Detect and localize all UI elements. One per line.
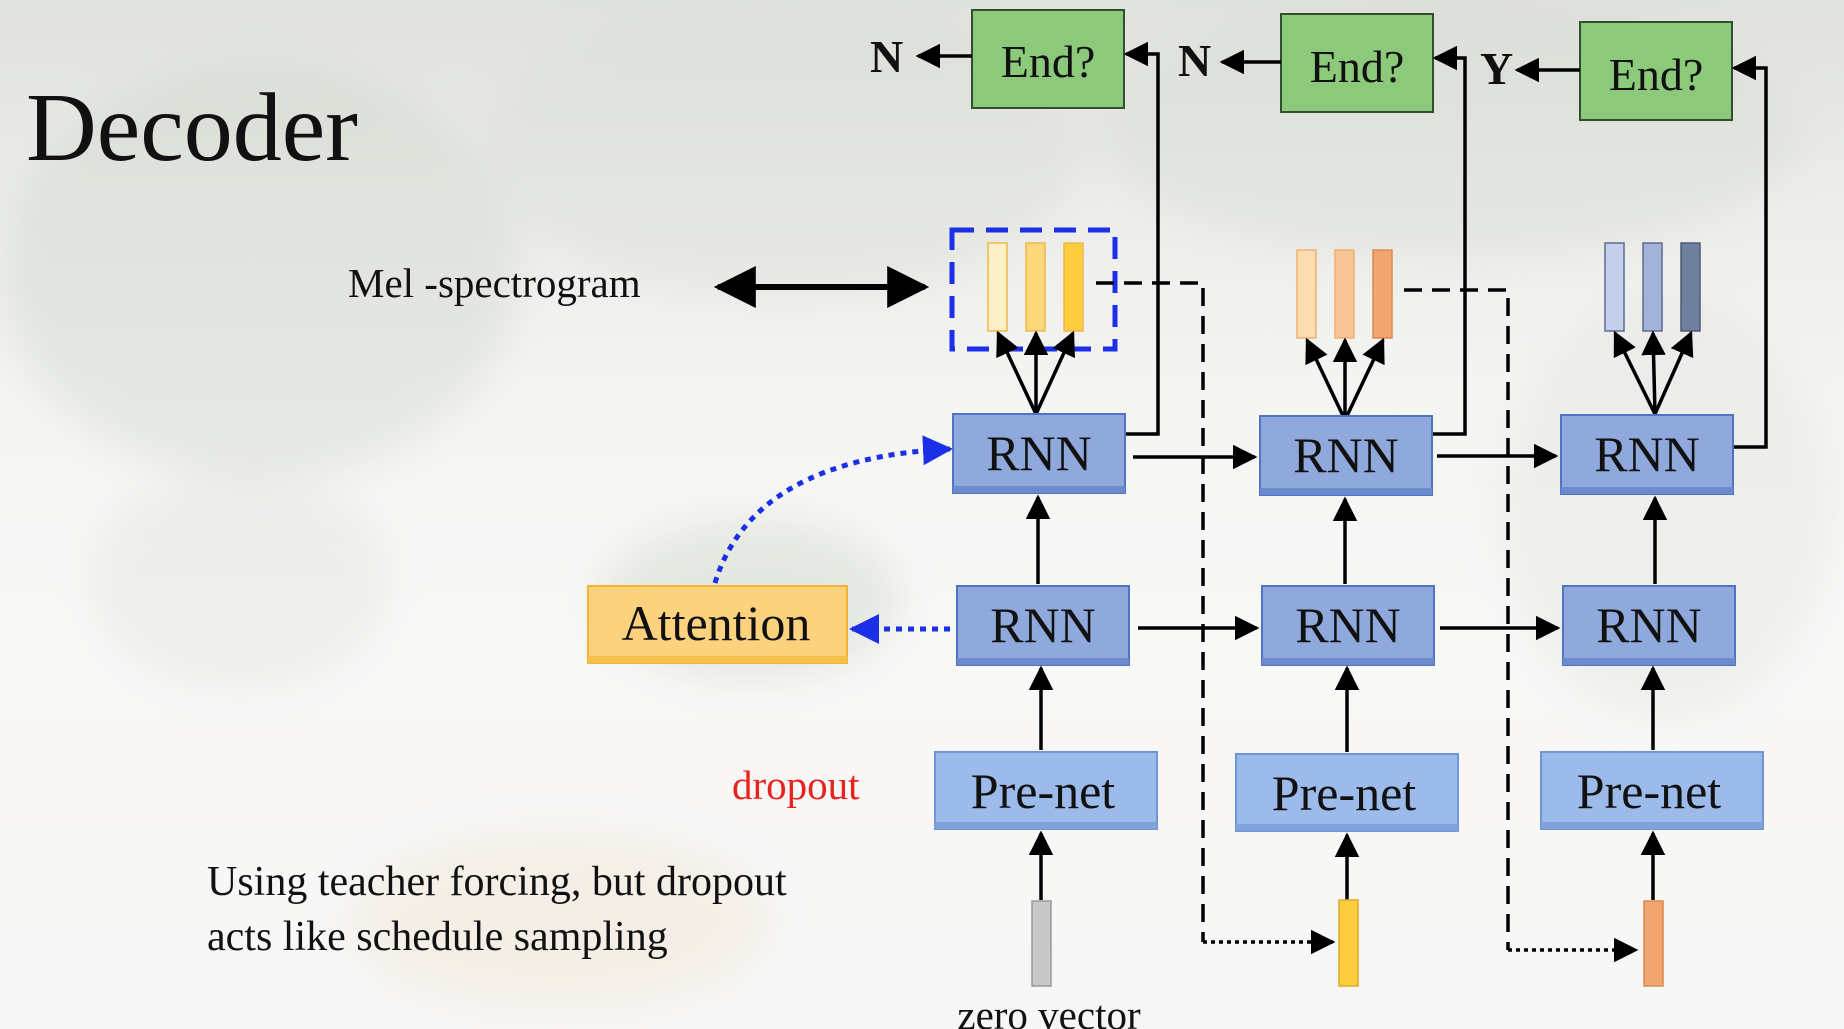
prenet-label: Pre-net bbox=[971, 763, 1115, 819]
end-box-3: End? bbox=[1579, 21, 1733, 121]
fan-arrows-2 bbox=[1305, 337, 1385, 421]
end-answer-2: N bbox=[1178, 35, 1211, 86]
arrow-rnn1-to-end1 bbox=[1123, 41, 1160, 436]
prenet-3: Pre-net bbox=[1540, 751, 1764, 830]
prenet-label: Pre-net bbox=[1577, 763, 1721, 819]
mel-frame bbox=[1063, 242, 1084, 332]
rnn-label: RNN bbox=[1293, 427, 1399, 483]
rnn-lower-3: RNN bbox=[1562, 585, 1736, 666]
rnn-label: RNN bbox=[986, 425, 1092, 481]
mel-frame bbox=[1334, 249, 1355, 339]
attention-box: Attention bbox=[587, 585, 848, 664]
rnn-label: RNN bbox=[990, 597, 1096, 653]
rnn-label: RNN bbox=[1295, 597, 1401, 653]
zero-vector-label: zero vector bbox=[957, 992, 1141, 1029]
rnn-upper-2: RNN bbox=[1259, 415, 1433, 496]
fan-arrows-3 bbox=[1613, 330, 1694, 415]
prenet-1: Pre-net bbox=[934, 751, 1158, 830]
note-line-1: Using teacher forcing, but dropout bbox=[207, 859, 787, 905]
mel-highlight-box bbox=[949, 227, 1118, 352]
dropout-label: dropout bbox=[732, 762, 860, 808]
end-box-2: End? bbox=[1280, 13, 1434, 113]
rnn-label: RNN bbox=[1594, 426, 1700, 482]
input-frame-2 bbox=[1338, 899, 1359, 987]
prenet-label: Pre-net bbox=[1272, 765, 1416, 821]
dashed-feedback-1 bbox=[1096, 281, 1205, 942]
end-box-1: End? bbox=[971, 9, 1125, 109]
note-line-2: acts like schedule sampling bbox=[207, 914, 668, 960]
mel-frame bbox=[1296, 249, 1317, 339]
mel-frame bbox=[1372, 249, 1393, 339]
mel-frame bbox=[987, 242, 1008, 332]
mel-frame bbox=[1642, 242, 1663, 332]
mel-frame bbox=[1025, 242, 1046, 332]
end-box-label: End? bbox=[1001, 36, 1096, 87]
attention-label: Attention bbox=[622, 595, 811, 651]
prenet-2: Pre-net bbox=[1235, 753, 1459, 832]
mel-frame bbox=[1680, 242, 1701, 332]
input-frame-3 bbox=[1643, 900, 1664, 987]
end-answer-1: N bbox=[870, 31, 903, 82]
arrow-rnn2-to-end2 bbox=[1432, 45, 1467, 436]
dashed-feedback-2 bbox=[1404, 288, 1510, 950]
page-title: Decoder bbox=[26, 74, 358, 182]
mel-frame bbox=[1604, 242, 1625, 332]
arrow-rnn3-to-end3 bbox=[1731, 55, 1768, 449]
zero-vector-frame bbox=[1031, 900, 1052, 987]
end-box-label: End? bbox=[1310, 41, 1405, 92]
fan-arrows-1 bbox=[996, 330, 1075, 415]
end-answer-3: Y bbox=[1480, 43, 1513, 94]
rnn-lower-2: RNN bbox=[1261, 585, 1435, 666]
attention-dotted-arrow-curve bbox=[712, 435, 953, 584]
rnn-label: RNN bbox=[1596, 597, 1702, 653]
rnn-lower-1: RNN bbox=[956, 585, 1130, 666]
end-box-label: End? bbox=[1609, 49, 1704, 100]
rnn-upper-3: RNN bbox=[1560, 414, 1734, 495]
rnn-upper-1: RNN bbox=[952, 413, 1126, 494]
mel-spectrogram-label: Mel -spectrogram bbox=[348, 260, 641, 306]
